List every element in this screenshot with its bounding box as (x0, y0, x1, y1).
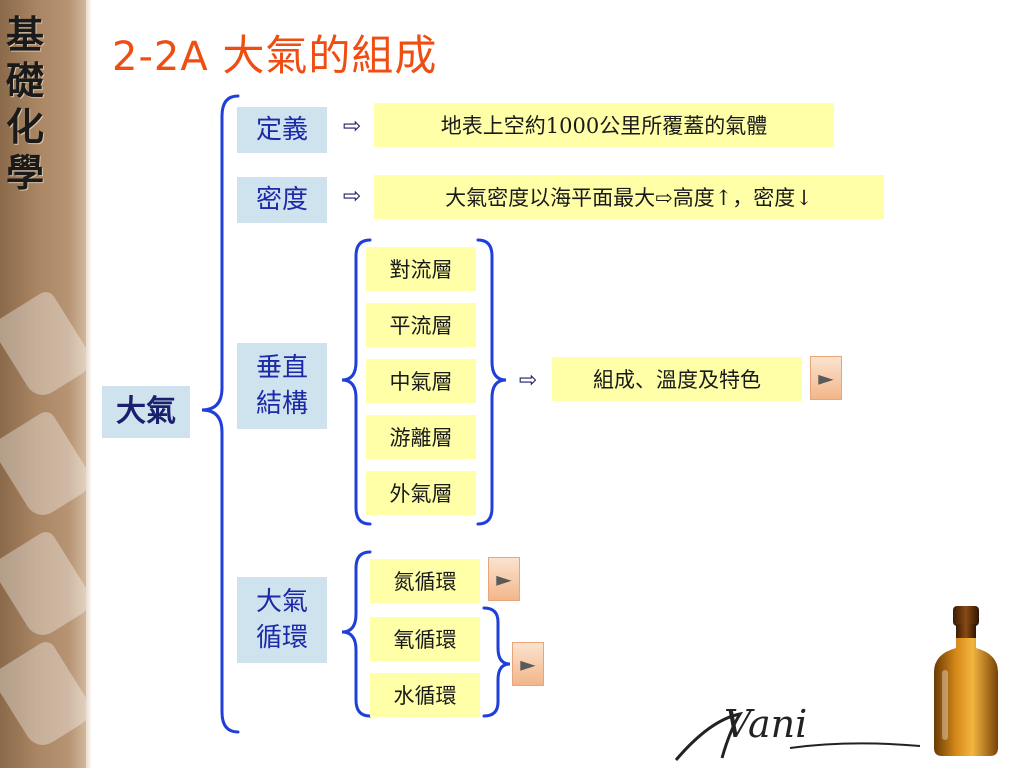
layer-ionosphere: 游離層 (366, 415, 476, 459)
definition-label: 定義 (237, 107, 327, 153)
layer-mesosphere: 中氣層 (366, 359, 476, 403)
signature-swoosh (674, 711, 921, 761)
layer-summary: 組成、溫度及特色 (552, 357, 802, 401)
decorative-side-strip (0, 0, 97, 768)
cycle-left-brace (341, 550, 372, 718)
density-label: 密度 (237, 177, 327, 223)
right-arrow-icon: ⇨ (342, 184, 362, 209)
oxygen-cycle: 氧循環 (370, 617, 480, 661)
side-title: 基 礎 化 學 (5, 13, 44, 195)
play-button-layers[interactable]: ► (810, 356, 842, 400)
play-button-oxygen-water[interactable]: ► (512, 642, 544, 686)
layers-right-brace (476, 238, 507, 526)
root-node-atmosphere: 大氣 (102, 386, 190, 438)
signature-text: Vani (724, 702, 808, 746)
layer-exosphere: 外氣層 (366, 471, 476, 515)
density-value: 大氣密度以海平面最大⇨高度↑，密度↓ (374, 175, 884, 219)
layer-troposphere: 對流層 (366, 247, 476, 291)
definition-value: 地表上空約1000公里所覆蓋的氣體 (374, 103, 834, 147)
cycle-right-brace (482, 606, 511, 718)
slide-title: 2-2A 大氣的組成 (112, 22, 437, 83)
section-code: 2-2A (112, 34, 209, 80)
layers-left-brace (341, 238, 372, 526)
vertical-structure-label: 垂直 結構 (237, 343, 327, 429)
amber-bottle-icon (934, 606, 998, 756)
water-cycle: 水循環 (370, 673, 480, 717)
section-title: 大氣的組成 (222, 31, 438, 80)
nitrogen-cycle: 氮循環 (370, 559, 480, 603)
main-brace (201, 94, 240, 734)
play-button-nitrogen[interactable]: ► (488, 557, 520, 601)
atmospheric-cycle-label: 大氣 循環 (237, 577, 327, 663)
right-arrow-icon: ⇨ (518, 368, 538, 393)
right-arrow-icon: ⇨ (342, 114, 362, 139)
layer-stratosphere: 平流層 (366, 303, 476, 347)
